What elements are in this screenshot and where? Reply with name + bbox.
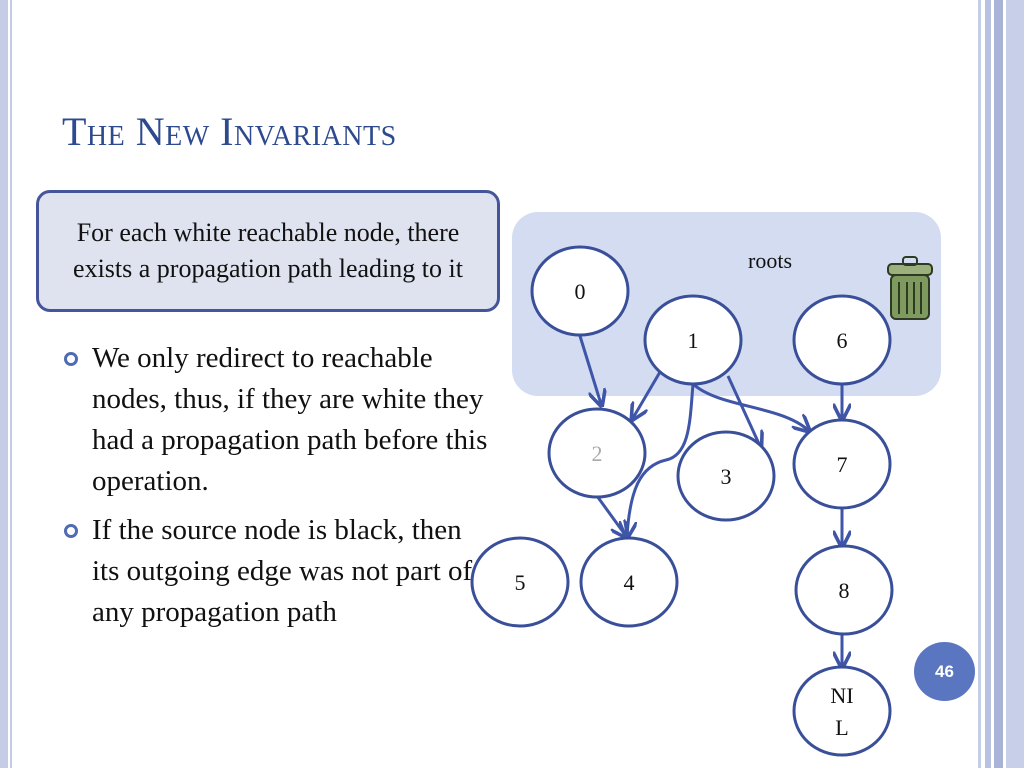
node-label-0: 0 (575, 279, 586, 304)
node-label-8: 8 (839, 578, 850, 603)
bullet-dot-icon (64, 524, 78, 538)
roots-label: roots (748, 248, 792, 273)
bullet-text: We only redirect to reachable nodes, thu… (92, 342, 488, 497)
node-4 (579, 536, 679, 628)
edge-1-4 (627, 383, 695, 536)
node-6 (792, 294, 892, 386)
invariant-callout: For each white reachable node, there exi… (36, 190, 500, 312)
page-number: 46 (935, 661, 954, 681)
bullet-text: If the source node is black, then its ou… (92, 514, 473, 628)
node-1 (643, 294, 743, 386)
edge-1-3 (726, 375, 760, 446)
node-label-2: 2 (592, 441, 603, 466)
left-frame-line (10, 0, 12, 768)
edge-1-7 (692, 382, 808, 430)
node-label-4: 4 (624, 570, 635, 595)
node-label-3: 3 (721, 464, 732, 489)
bullet-dot-icon (64, 352, 78, 366)
node-label-nil-1: NI (830, 683, 853, 708)
node-label-1: 1 (688, 328, 699, 353)
bullet-item: If the source node is black, then its ou… (60, 510, 490, 633)
slide-title: The New Invariants (62, 109, 397, 154)
node-2 (547, 407, 647, 499)
node-5 (470, 536, 570, 628)
bullet-list: We only redirect to reachable nodes, thu… (60, 338, 490, 641)
edge-0-4 (578, 335, 601, 404)
node-3 (676, 430, 776, 522)
invariant-text: For each white reachable node, there exi… (73, 218, 463, 283)
node-7 (792, 418, 892, 510)
node-label-7: 7 (837, 452, 848, 477)
bullet-item: We only redirect to reachable nodes, thu… (60, 338, 490, 502)
edge-1-2 (633, 371, 662, 418)
right-frame-bars (978, 0, 1024, 768)
node-label-6: 6 (837, 328, 848, 353)
node-nil (792, 665, 892, 757)
page-number-badge: 46 (914, 642, 975, 701)
node-0 (530, 245, 630, 337)
trash-can-icon (887, 256, 933, 320)
edge-2-4 (595, 495, 626, 536)
node-label-nil-2: L (835, 715, 848, 740)
node-label-5: 5 (515, 570, 526, 595)
node-8 (794, 544, 894, 636)
left-frame-bar (0, 0, 8, 768)
